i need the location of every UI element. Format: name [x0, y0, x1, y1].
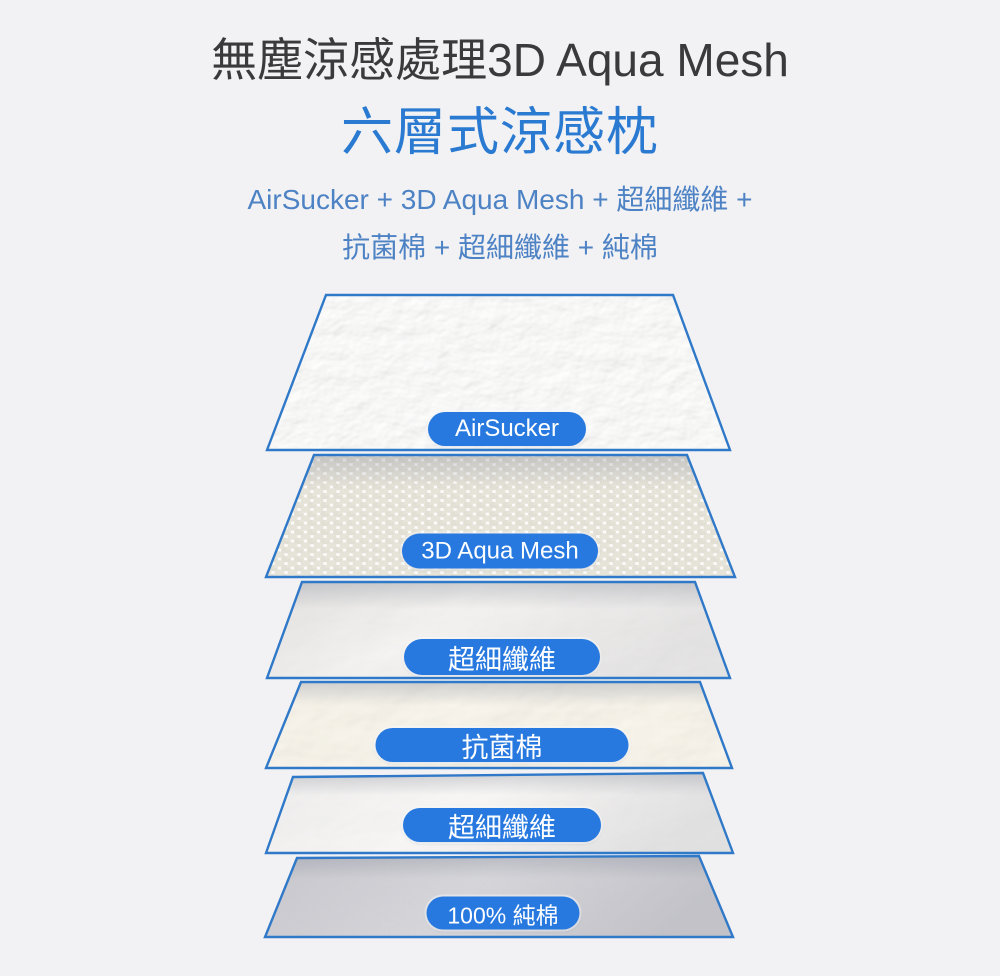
formula-line-2: 抗菌棉 + 超細纖維 + 純棉: [342, 232, 658, 263]
layer-label-antibacterial-cotton: 抗菌棉: [375, 728, 629, 763]
layer-label-microfiber-lower: 超細纖維: [403, 808, 601, 843]
subtitle: 六層式涼感枕: [340, 104, 659, 162]
layer-label-aqua-mesh: 3D Aqua Mesh: [402, 533, 598, 569]
layer-airsucker: [265, 293, 732, 452]
layer-label-airsucker: AirSucker: [428, 412, 586, 446]
page-title: 無塵涼感處理3D Aqua Mesh: [211, 34, 789, 86]
layer-microfiber-upper: [265, 580, 732, 680]
layer-aqua-mesh: [264, 453, 737, 579]
formula-line-1: AirSucker + 3D Aqua Mesh + 超細纖維 +: [247, 184, 753, 215]
layer-stack-graphic: [263, 293, 737, 939]
layer-label-pure-cotton: 100% 純棉: [426, 896, 580, 930]
subtitle-row: 六層式涼感枕: [0, 90, 1000, 165]
layer-stack: AirSucker 3D Aqua Mesh 超細纖維 抗菌棉 超細纖維 100…: [0, 280, 1000, 960]
layer-label-microfiber-upper: 超細纖維: [404, 639, 600, 675]
